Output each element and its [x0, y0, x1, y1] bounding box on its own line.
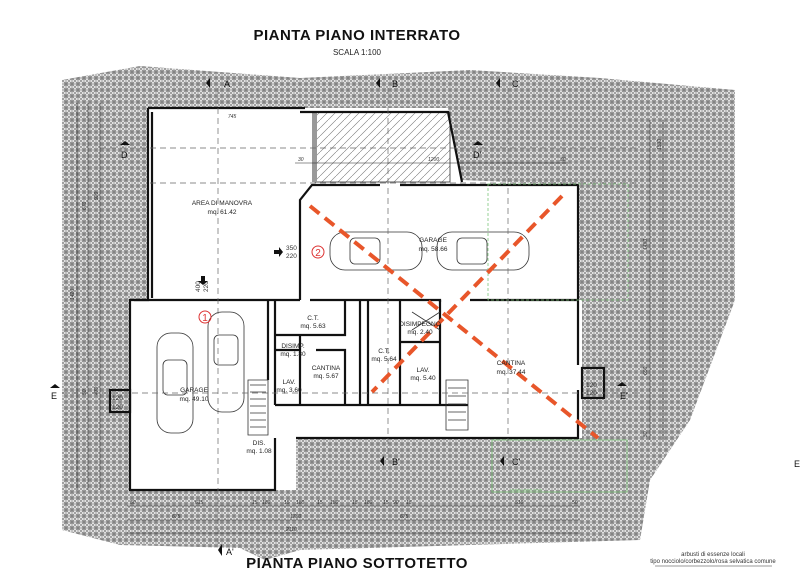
- svg-text:15: 15: [252, 500, 258, 506]
- room-area: mq. 5.40: [410, 375, 436, 382]
- svg-text:15: 15: [284, 500, 290, 506]
- section-marker-e: E: [51, 391, 57, 401]
- room-name: LAV.: [416, 367, 429, 374]
- section-markers: A B C D D' E E' B' C' A' E: [50, 78, 800, 557]
- room-area: mq. 3.60: [276, 387, 302, 394]
- svg-text:120: 120: [586, 382, 597, 389]
- svg-text:1530: 1530: [657, 139, 663, 150]
- room-area: mq. 5.63: [300, 323, 326, 330]
- room-area: mq. 58.66: [419, 246, 448, 253]
- section-marker-e-prime: E': [620, 391, 628, 401]
- svg-text:120: 120: [112, 395, 123, 402]
- svg-text:220: 220: [286, 253, 297, 260]
- svg-text:745: 745: [228, 114, 237, 120]
- svg-text:180: 180: [330, 500, 339, 506]
- dimension-lines: [76, 103, 664, 534]
- svg-text:15: 15: [317, 500, 323, 506]
- badge-2: 2: [311, 245, 325, 259]
- svg-text:90: 90: [393, 500, 399, 506]
- svg-text:15: 15: [352, 500, 358, 506]
- section-marker-b: B: [392, 79, 398, 89]
- section-marker-c: C: [512, 79, 519, 89]
- room-name: DIS.: [253, 440, 266, 447]
- section-marker-e-edge: E: [794, 459, 800, 469]
- room-name: DISIMPEGNO: [399, 321, 441, 328]
- room-area: mq. 5.64: [371, 356, 397, 363]
- room-name: C.T.: [307, 315, 319, 322]
- room-area: mq. 37.44: [497, 369, 526, 376]
- room-area: mq. 5.67: [313, 373, 339, 380]
- svg-text:2: 2: [315, 248, 321, 259]
- demolition-cross: [308, 194, 600, 440]
- room-area: mq. 1.80: [280, 351, 306, 358]
- svg-text:120: 120: [586, 390, 597, 397]
- room-name: LAV.: [282, 379, 295, 386]
- svg-text:220: 220: [203, 281, 210, 292]
- section-marker-d-prime: D': [473, 150, 481, 160]
- room-name: GARAGE: [180, 387, 208, 394]
- svg-text:15: 15: [383, 500, 389, 506]
- svg-text:920: 920: [94, 191, 100, 200]
- room-name: AREA DI MANOVRA: [192, 200, 253, 207]
- room-area: mq. 2.40: [407, 329, 433, 336]
- svg-text:1200: 1200: [428, 157, 439, 163]
- landscape-note: tipo nocciolo/corbezzolo/rosa selvatica …: [650, 559, 776, 565]
- room-labels: AREA DI MANOVRA mq. 61.42 GARAGE mq. 58.66…: [180, 200, 526, 455]
- svg-text:15: 15: [406, 500, 412, 506]
- svg-text:30: 30: [298, 157, 304, 163]
- next-title: PIANTA PIANO SOTTOTETTO: [246, 555, 468, 570]
- svg-text:350: 350: [286, 245, 297, 252]
- svg-text:1760: 1760: [290, 514, 301, 520]
- svg-text:50: 50: [130, 500, 136, 506]
- section-marker-d: D: [121, 150, 128, 160]
- svg-text:120: 120: [112, 404, 123, 411]
- badge-1: 1: [198, 310, 212, 324]
- room-area: mq. 49.10: [180, 396, 209, 403]
- svg-text:2110: 2110: [285, 527, 297, 533]
- svg-text:615: 615: [195, 500, 204, 506]
- svg-text:30: 30: [560, 157, 566, 163]
- car-icon: [156, 231, 530, 434]
- entry-arrow-icon: [274, 247, 283, 257]
- room-name: GARAGE: [419, 237, 447, 244]
- svg-text:1490: 1490: [643, 239, 649, 250]
- grid-axes: [62, 88, 640, 545]
- room-area: mq. 1.08: [246, 448, 272, 455]
- svg-text:675: 675: [400, 514, 409, 520]
- scale-label: SCALA 1:100: [333, 48, 382, 57]
- svg-text:1: 1: [202, 313, 208, 324]
- section-marker-a-prime: A': [226, 547, 234, 557]
- svg-text:510: 510: [515, 500, 524, 506]
- svg-text:50: 50: [82, 389, 88, 395]
- svg-text:50: 50: [643, 431, 649, 437]
- landscape-note: arbusti di essenze locali: [681, 552, 745, 558]
- opening-labels: 350 220 400 220 120 120 120 120: [112, 245, 597, 411]
- svg-text:650: 650: [643, 366, 649, 375]
- section-marker-a: A: [224, 79, 230, 89]
- entry-arrow-icon: [198, 276, 208, 285]
- svg-text:470: 470: [94, 386, 100, 395]
- room-name: CANTINA: [312, 365, 341, 372]
- page-title: PIANTA PIANO INTERRATO: [253, 27, 460, 44]
- svg-text:670: 670: [82, 201, 88, 210]
- dimension-labels: 50 615 15 180 15 180 15 180 15 180 15 90…: [70, 114, 663, 533]
- building: rampa piano terra: [108, 106, 629, 493]
- ramp-label: rampa piano terra: [510, 487, 542, 492]
- section-marker-b-prime: B': [392, 457, 400, 467]
- room-name: C.T.: [378, 348, 390, 355]
- room-name: CANTINA: [497, 360, 526, 367]
- room-area: mq. 61.42: [208, 209, 237, 216]
- svg-text:180: 180: [262, 500, 271, 506]
- svg-text:180: 180: [364, 500, 373, 506]
- room-name: DISIMP.: [281, 343, 305, 350]
- svg-text:675: 675: [172, 514, 181, 520]
- svg-text:1420: 1420: [70, 289, 76, 300]
- svg-text:180: 180: [296, 500, 305, 506]
- svg-text:400: 400: [195, 281, 202, 292]
- section-marker-c-prime: C': [512, 457, 520, 467]
- svg-text:50: 50: [572, 500, 578, 506]
